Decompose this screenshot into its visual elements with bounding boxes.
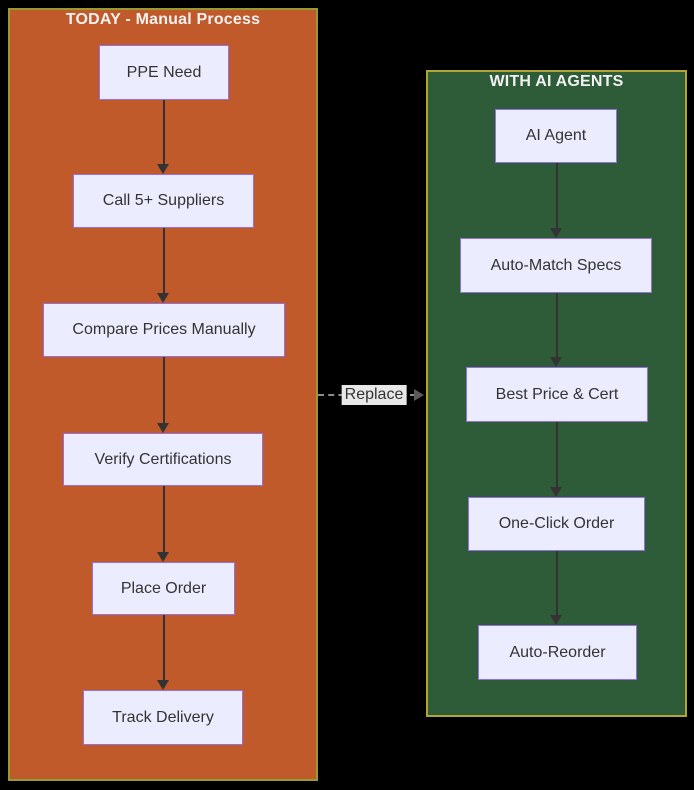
node-one-click-order: One-Click Order bbox=[468, 497, 645, 551]
arrow-line-left-2 bbox=[163, 228, 165, 294]
node-ai-agent: AI Agent bbox=[495, 109, 617, 163]
arrow-head-left-5 bbox=[157, 680, 169, 690]
arrow-line-right-1 bbox=[556, 163, 558, 229]
arrow-head-left-3 bbox=[157, 423, 169, 433]
node-best-price-cert: Best Price & Cert bbox=[466, 367, 648, 422]
node-auto-reorder: Auto-Reorder bbox=[478, 625, 637, 680]
arrow-line-left-1 bbox=[163, 100, 165, 165]
today-panel-title: TODAY - Manual Process bbox=[65, 11, 261, 28]
node-ppe-need: PPE Need bbox=[99, 45, 229, 100]
ai-agents-panel-title: WITH AI AGENTS bbox=[489, 73, 624, 90]
arrow-head-right-1 bbox=[550, 228, 562, 238]
arrow-line-right-3 bbox=[556, 422, 558, 488]
node-compare-prices: Compare Prices Manually bbox=[43, 303, 285, 357]
node-place-order: Place Order bbox=[92, 562, 235, 615]
arrow-line-right-4 bbox=[556, 551, 558, 616]
node-verify-certifications: Verify Certifications bbox=[63, 433, 263, 486]
replace-edge-arrow-head bbox=[414, 389, 424, 401]
arrow-line-left-3 bbox=[163, 357, 165, 424]
arrow-head-left-1 bbox=[157, 164, 169, 174]
node-auto-match-specs: Auto-Match Specs bbox=[460, 238, 652, 293]
arrow-head-right-3 bbox=[550, 487, 562, 497]
arrow-head-right-2 bbox=[550, 357, 562, 367]
arrow-line-left-5 bbox=[163, 615, 165, 681]
node-track-delivery: Track Delivery bbox=[83, 690, 243, 745]
replace-edge-label: Replace bbox=[341, 385, 407, 405]
arrow-line-right-2 bbox=[556, 293, 558, 358]
arrow-head-right-4 bbox=[550, 615, 562, 625]
arrow-line-left-4 bbox=[163, 486, 165, 553]
node-call-suppliers: Call 5+ Suppliers bbox=[73, 174, 254, 228]
arrow-head-left-2 bbox=[157, 293, 169, 303]
arrow-head-left-4 bbox=[157, 552, 169, 562]
